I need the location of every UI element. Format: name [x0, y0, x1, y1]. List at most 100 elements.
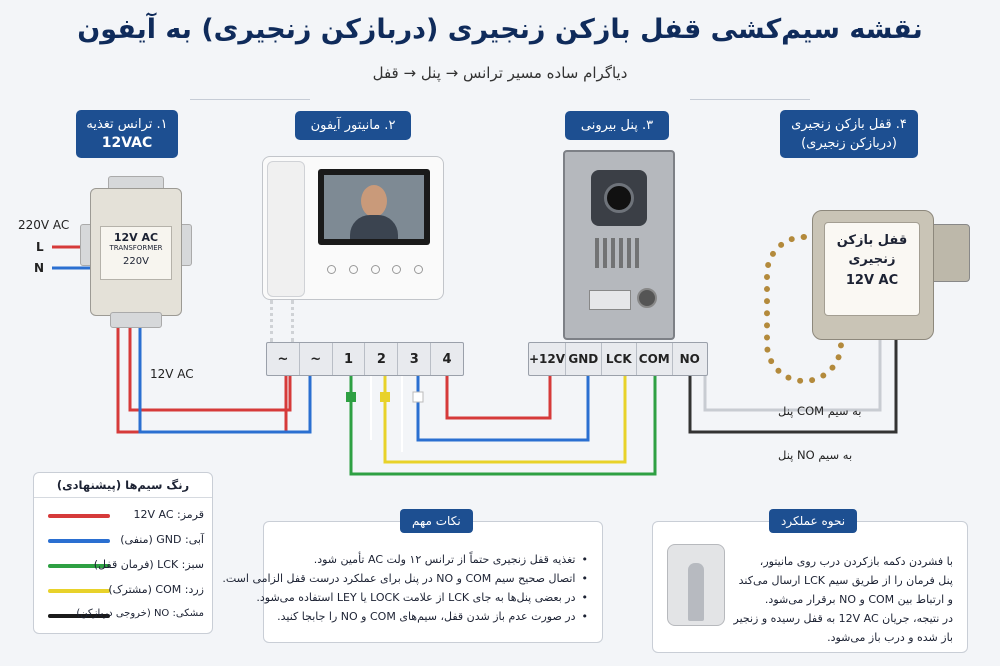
panel-terminal: GND	[565, 343, 600, 375]
legend-swatch	[48, 539, 110, 543]
monitor-terminal: ~	[298, 343, 332, 375]
panel-terminal: COM	[636, 343, 671, 375]
transformer-label-input: 220V	[123, 256, 149, 267]
intercom-key-illustration	[667, 544, 725, 626]
panel-terminal-block: +12V GND LCK COM NO	[528, 342, 708, 376]
note-item: در صورت عدم باز شدن قفل، سیم‌های COM و N…	[222, 607, 588, 626]
green-connector	[346, 392, 356, 402]
legend-item: آبی: GND (منفی)	[48, 533, 204, 549]
lock-badge-subtitle: (دربازکن زنجیری)	[801, 136, 897, 151]
transformer-badge-title: ۱. ترانس تغذیه	[86, 117, 168, 132]
legend-title: رنگ سیم‌ها (پیشنهادی)	[34, 473, 212, 498]
legend-item: زرد: COM (مشترک)	[48, 583, 204, 599]
transformer-output-wire-red-2	[128, 328, 292, 412]
transformer-label-output: 12V AC	[113, 231, 159, 244]
visitor-body	[350, 215, 398, 239]
gnd-wire-blue	[416, 376, 590, 442]
monitor-terminal: ~	[277, 351, 289, 367]
panel-terminal: LCK	[600, 343, 636, 375]
outdoor-panel	[563, 150, 675, 340]
lock-hinge	[928, 224, 970, 282]
note-item: اتصال صحیح سیم COM و NO در پنل برای عملک…	[222, 569, 588, 588]
monitor-terminal: 2	[364, 343, 397, 375]
lock-plate-type: زنجیری	[848, 252, 896, 267]
panel-call-button[interactable]	[637, 288, 657, 308]
monitor-terminal: 3	[397, 343, 430, 375]
monitor-buttons	[327, 265, 423, 275]
lock-plate-voltage: 12V AC	[845, 273, 899, 288]
title-separator-left	[190, 99, 310, 100]
monitor-button-2[interactable]	[348, 265, 358, 274]
operation-text: با فشردن دکمه بازکردن درب روی مانیتور، پ…	[734, 552, 954, 647]
camera-lens	[604, 183, 634, 213]
to-no-label: به سیم NO پنل	[778, 448, 853, 462]
monitor-button-5[interactable]	[414, 265, 423, 274]
transformer-output-label: 12V AC	[150, 367, 194, 381]
neutral-label: N	[34, 261, 45, 275]
monitor-screen-image	[324, 175, 424, 239]
monitor-badge: ۲. مانیتور آیفون	[295, 111, 411, 140]
transformer-label-type: TRANSFORMER	[109, 244, 163, 252]
handset-cord	[270, 300, 294, 342]
legend-item: قرمز: 12V AC	[48, 508, 204, 524]
intercom-monitor	[262, 156, 444, 300]
operation-line: و ارتباط بین COM و NO برقرار می‌شود.	[764, 593, 953, 606]
panel-terminal: NO	[671, 343, 707, 375]
monitor-terminal: 4	[430, 343, 463, 375]
monitor-button-3[interactable]	[370, 265, 380, 274]
power-wire-red	[445, 376, 552, 420]
operation-line: با فشردن دکمه بازکردن درب روی مانیتور،	[759, 555, 953, 568]
important-notes-panel: نکات مهم تغذیه قفل زنجیری حتماً از ترانس…	[222, 509, 603, 643]
legend-swatch	[48, 614, 110, 618]
monitor-handset	[267, 161, 305, 297]
white-connector	[412, 391, 424, 403]
transformer: 12V AC TRANSFORMER 220V	[80, 176, 192, 328]
key-icon	[688, 563, 704, 621]
monitor-terminal: 1	[331, 343, 365, 375]
legend-item: مشکی: NO (خروجی دربازکن)	[48, 608, 204, 624]
note-item: تغذیه قفل زنجیری حتماً از ترانس ۱۲ ولت A…	[222, 550, 588, 569]
operation-panel: نحوه عملکرد با فشردن دکمه بازکردن درب رو…	[652, 509, 968, 653]
panel-name-plate	[589, 290, 631, 310]
lock-badge-title: ۴. قفل بازکن زنجیری	[791, 117, 907, 132]
panel-terminal: +12V	[529, 352, 566, 366]
operation-line: باز شده و درب باز می‌شود.	[827, 631, 953, 644]
legend-label: قرمز: 12V AC	[133, 508, 204, 521]
transformer-badge-spec: 12VAC	[101, 135, 153, 151]
lck-wire-green	[349, 376, 657, 476]
legend-label: سبز: LCK (فرمان قفل)	[93, 558, 204, 571]
monitor-button-1[interactable]	[327, 265, 336, 274]
monitor-screen	[318, 169, 430, 245]
title-separator-right	[690, 99, 810, 100]
legend-swatch	[48, 514, 110, 518]
page-title: نقشه سیم‌کشی قفل بازکن زنجیری (دربازکن ز…	[77, 14, 923, 45]
legend-swatch	[48, 589, 110, 593]
monitor-button-4[interactable]	[392, 265, 402, 274]
operation-line: در نتیجه، جریان 12V AC به قفل رسیده و زن…	[733, 612, 954, 625]
notes-list: تغذیه قفل زنجیری حتماً از ترانس ۱۲ ولت A…	[222, 550, 588, 626]
legend-label: آبی: GND (منفی)	[120, 533, 204, 546]
panel-speaker-grille	[595, 238, 643, 268]
to-com-label: به سیم COM پنل	[778, 404, 862, 418]
monitor-terminal-block: ~ ~ 1 2 3 4	[266, 342, 464, 376]
notes-title: نکات مهم	[400, 509, 473, 533]
page-subtitle: دیاگرام ساده مسیر ترانس → پنل → قفل	[372, 64, 628, 82]
wire-color-legend: رنگ سیم‌ها (پیشنهادی) قرمز: 12V AC آبی: …	[33, 472, 213, 634]
legend-label: زرد: COM (مشترک)	[108, 583, 204, 596]
lock-plate: قفل بازکن زنجیری 12V AC	[824, 222, 920, 316]
legend-swatch	[48, 564, 110, 568]
transformer-mount-tab-bottom	[110, 312, 162, 328]
legend-label: مشکی: NO (خروجی دربازکن)	[76, 608, 204, 619]
operation-line: پنل فرمان را از طریق سیم LCK ارسال می‌کن…	[738, 574, 953, 587]
lock-badge: ۴. قفل بازکن زنجیری (دربازکن زنجیری)	[780, 110, 918, 158]
operation-title: نحوه عملکرد	[769, 509, 858, 533]
legend-item: سبز: LCK (فرمان قفل)	[48, 558, 204, 574]
note-item: در بعضی پنل‌ها به جای LCK از علامت LOCK …	[222, 588, 588, 607]
com-wire-yellow	[383, 376, 627, 464]
panel-camera	[591, 170, 647, 226]
no-wire-black	[688, 340, 898, 434]
yellow-connector	[380, 392, 390, 402]
live-label: L	[36, 240, 44, 254]
transformer-output-wire-red	[116, 328, 288, 434]
